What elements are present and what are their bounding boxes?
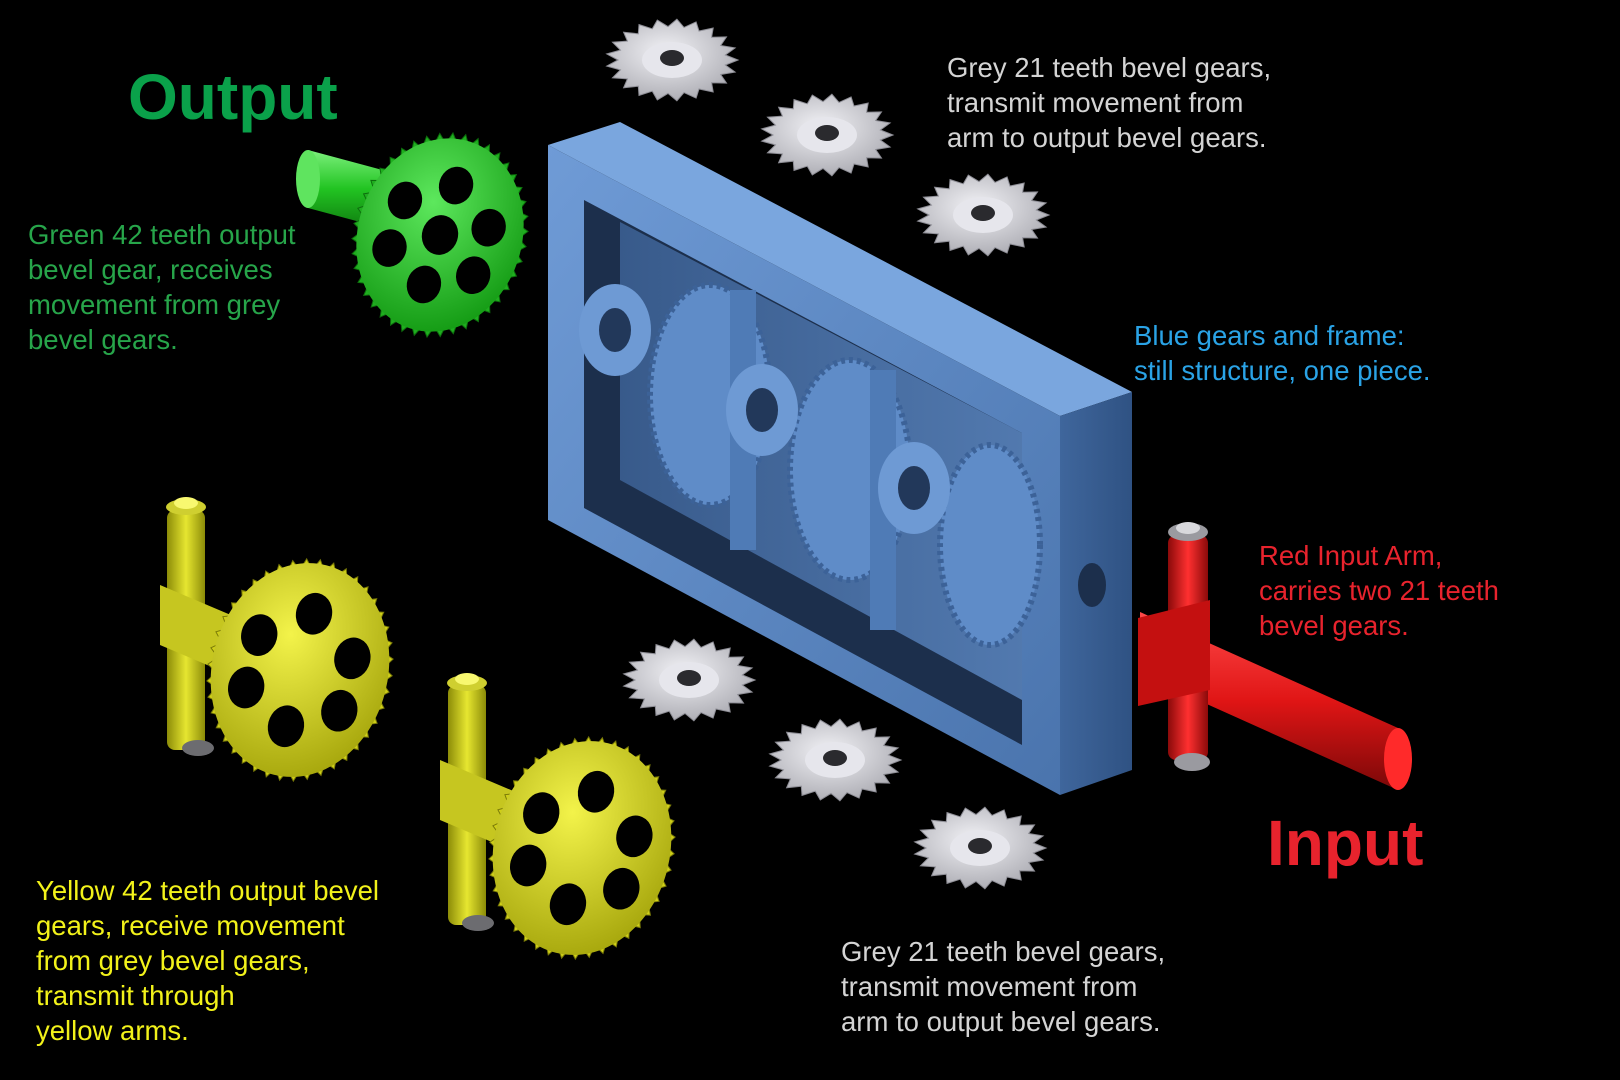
input-title: Input bbox=[1267, 807, 1424, 879]
grey-bevel-gear-icon bbox=[916, 173, 1051, 257]
grey-bevel-gear-icon bbox=[768, 718, 903, 802]
red-input-arm-icon bbox=[1138, 522, 1412, 790]
grey-bevel-gear-icon bbox=[605, 18, 740, 102]
grey-bevel-gears-top-label: Grey 21 teeth bevel gears, transmit move… bbox=[947, 52, 1272, 153]
blue-hub-icon bbox=[579, 284, 950, 534]
output-title: Output bbox=[128, 61, 338, 133]
gear-bore bbox=[677, 670, 701, 686]
yellow-output-gear-icon bbox=[440, 673, 676, 961]
gear-bore bbox=[823, 750, 847, 766]
grey-bevel-gear-icon bbox=[760, 93, 895, 177]
red-input-arm-label: Red Input Arm, carries two 21 teeth beve… bbox=[1259, 540, 1499, 641]
grey-bevel-gears-bottom-label: Grey 21 teeth bevel gears, transmit move… bbox=[841, 936, 1166, 1037]
gear-bore bbox=[968, 838, 992, 854]
gear-bore bbox=[815, 125, 839, 141]
blue-frame-label: Blue gears and frame: still structure, o… bbox=[1134, 320, 1431, 386]
blue-frame-icon bbox=[548, 122, 1132, 795]
grey-bevel-gear-icon bbox=[622, 638, 757, 722]
grey-bevel-gear-icon bbox=[913, 806, 1048, 890]
gear-bore bbox=[660, 50, 684, 66]
green-output-gear-label: Green 42 teeth output bevel gear, receiv… bbox=[28, 219, 296, 355]
gear-bore bbox=[971, 205, 995, 221]
yellow-output-gears-label: Yellow 42 teeth output bevel gears, rece… bbox=[36, 875, 379, 1046]
yellow-output-gear-icon bbox=[160, 497, 394, 783]
green-output-gear-icon bbox=[296, 131, 529, 339]
